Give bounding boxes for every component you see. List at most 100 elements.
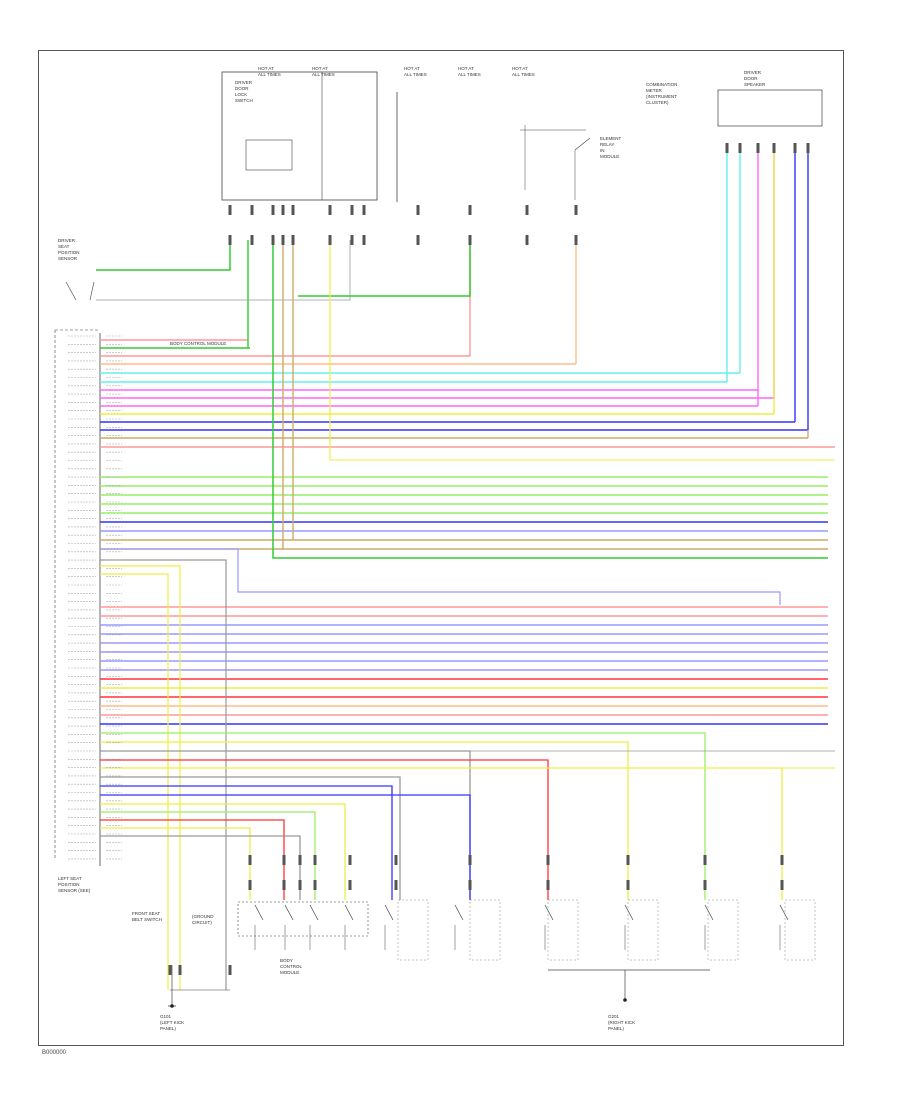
switch-contact xyxy=(384,904,394,921)
connector-pin xyxy=(394,855,398,865)
svg-text:CONTROL: CONTROL xyxy=(280,964,302,969)
connector-pin xyxy=(394,880,398,890)
speaker-unit-box xyxy=(717,89,823,127)
relay-note-title: ELEMENT xyxy=(600,136,622,141)
connector-pin xyxy=(228,205,232,215)
switch-contact xyxy=(344,904,354,921)
connector-pin xyxy=(313,855,317,865)
wire xyxy=(100,785,393,900)
switch-contact xyxy=(574,137,591,151)
svg-text:DOOR: DOOR xyxy=(744,76,758,81)
switch-contact xyxy=(704,904,714,921)
connector-pin xyxy=(416,205,420,215)
connector-pin xyxy=(328,235,332,245)
svg-text:SWITCH: SWITCH xyxy=(235,98,253,103)
switch-contact xyxy=(624,904,634,921)
svg-text:CLUSTER): CLUSTER) xyxy=(646,100,669,105)
connector-pin xyxy=(725,143,729,153)
svg-text:BELT SWITCH: BELT SWITCH xyxy=(132,917,162,922)
connector-pin xyxy=(780,855,784,865)
wire xyxy=(100,827,251,900)
junction-a-title: HOT AT xyxy=(258,66,274,71)
component-block xyxy=(784,899,816,961)
connector-pin xyxy=(780,880,784,890)
connector-pin xyxy=(228,965,232,975)
connector-pin xyxy=(250,235,254,245)
wire xyxy=(100,573,169,990)
connector-pin xyxy=(350,235,354,245)
connector-pin xyxy=(271,205,275,215)
svg-text:RELAY: RELAY xyxy=(600,142,614,147)
connector-pin xyxy=(271,235,275,245)
diagram-code: B000000 xyxy=(42,1050,67,1056)
switch-contact xyxy=(779,904,789,921)
connector-pin xyxy=(178,965,182,975)
wires-layer xyxy=(96,148,835,990)
component-block xyxy=(547,899,579,961)
svg-text:POSITION: POSITION xyxy=(58,882,80,887)
connector-pin xyxy=(328,205,332,215)
connector-pin xyxy=(281,235,285,245)
svg-text:CIRCUIT): CIRCUIT) xyxy=(192,920,212,925)
connector-pin xyxy=(350,205,354,215)
unit-box-1-title: DRIVER xyxy=(235,80,253,85)
connector-pin xyxy=(468,855,472,865)
component-block xyxy=(707,899,739,961)
bottom-components-group: FRONT SEAT BELT SWITCH (GROUND CIRCUIT) … xyxy=(132,901,710,1031)
connector-pin xyxy=(348,855,352,865)
svg-text:MODULE: MODULE xyxy=(600,154,619,159)
connector-pin xyxy=(313,880,317,890)
switch-contact xyxy=(309,904,319,921)
connector-pin xyxy=(348,880,352,890)
connector-pin xyxy=(468,235,472,245)
module-note-label: BODY CONTROL MODULE xyxy=(170,341,226,346)
internal-relay xyxy=(245,139,293,171)
connector-pin xyxy=(291,235,295,245)
connector-pin xyxy=(250,205,254,215)
connector-pin xyxy=(574,205,578,215)
ground-note-title: (GROUND xyxy=(192,914,214,919)
combination-switch-title: COMBINATION xyxy=(646,82,677,87)
switch-contact xyxy=(454,904,464,921)
diagram-frame xyxy=(38,50,844,1046)
wire xyxy=(298,240,471,297)
svg-text:DOOR: DOOR xyxy=(235,86,249,91)
wire xyxy=(100,767,783,900)
svg-text:METER: METER xyxy=(646,88,663,93)
svg-text:(INSTRUMENT: (INSTRUMENT xyxy=(646,94,677,99)
wire xyxy=(100,741,629,900)
wire xyxy=(96,240,351,301)
svg-text:ALL TIMES: ALL TIMES xyxy=(258,72,281,77)
wire xyxy=(100,759,549,900)
wire xyxy=(100,750,471,900)
left-sensor-group: DRIVER SEAT POSITION SENSOR LEFT SEAT PO… xyxy=(54,238,226,893)
connector-pin xyxy=(168,965,172,975)
connector-pin xyxy=(703,880,707,890)
connector-pin xyxy=(281,205,285,215)
svg-text:SENSOR: SENSOR xyxy=(58,256,78,261)
junction-b-title: HOT AT xyxy=(312,66,328,71)
switch-contact xyxy=(254,904,264,921)
fuse-b-title: HOT AT xyxy=(458,66,474,71)
bottom-switch-group-title: FRONT SEAT xyxy=(132,911,160,916)
connector-pin xyxy=(248,880,252,890)
connector-pin xyxy=(468,880,472,890)
left-switch-title: DRIVER xyxy=(58,238,76,243)
wire xyxy=(100,732,706,900)
svg-text:SENSOR (SEE): SENSOR (SEE) xyxy=(58,888,91,893)
svg-text:MODULE: MODULE xyxy=(280,970,299,975)
wire xyxy=(100,803,346,900)
connector-pin xyxy=(772,143,776,153)
connector-pin xyxy=(248,855,252,865)
switch-contact xyxy=(544,904,554,921)
svg-text:LOCK: LOCK xyxy=(235,92,247,97)
ground-right-symbol xyxy=(623,998,627,1002)
wire xyxy=(100,811,316,900)
connector-pin xyxy=(546,880,550,890)
connector-pin xyxy=(546,855,550,865)
connector-pin xyxy=(626,880,630,890)
ground-left-title: G101 xyxy=(160,1014,172,1019)
connector-pin xyxy=(806,143,810,153)
svg-text:ALL TIMES: ALL TIMES xyxy=(458,72,481,77)
connector-pin xyxy=(574,235,578,245)
